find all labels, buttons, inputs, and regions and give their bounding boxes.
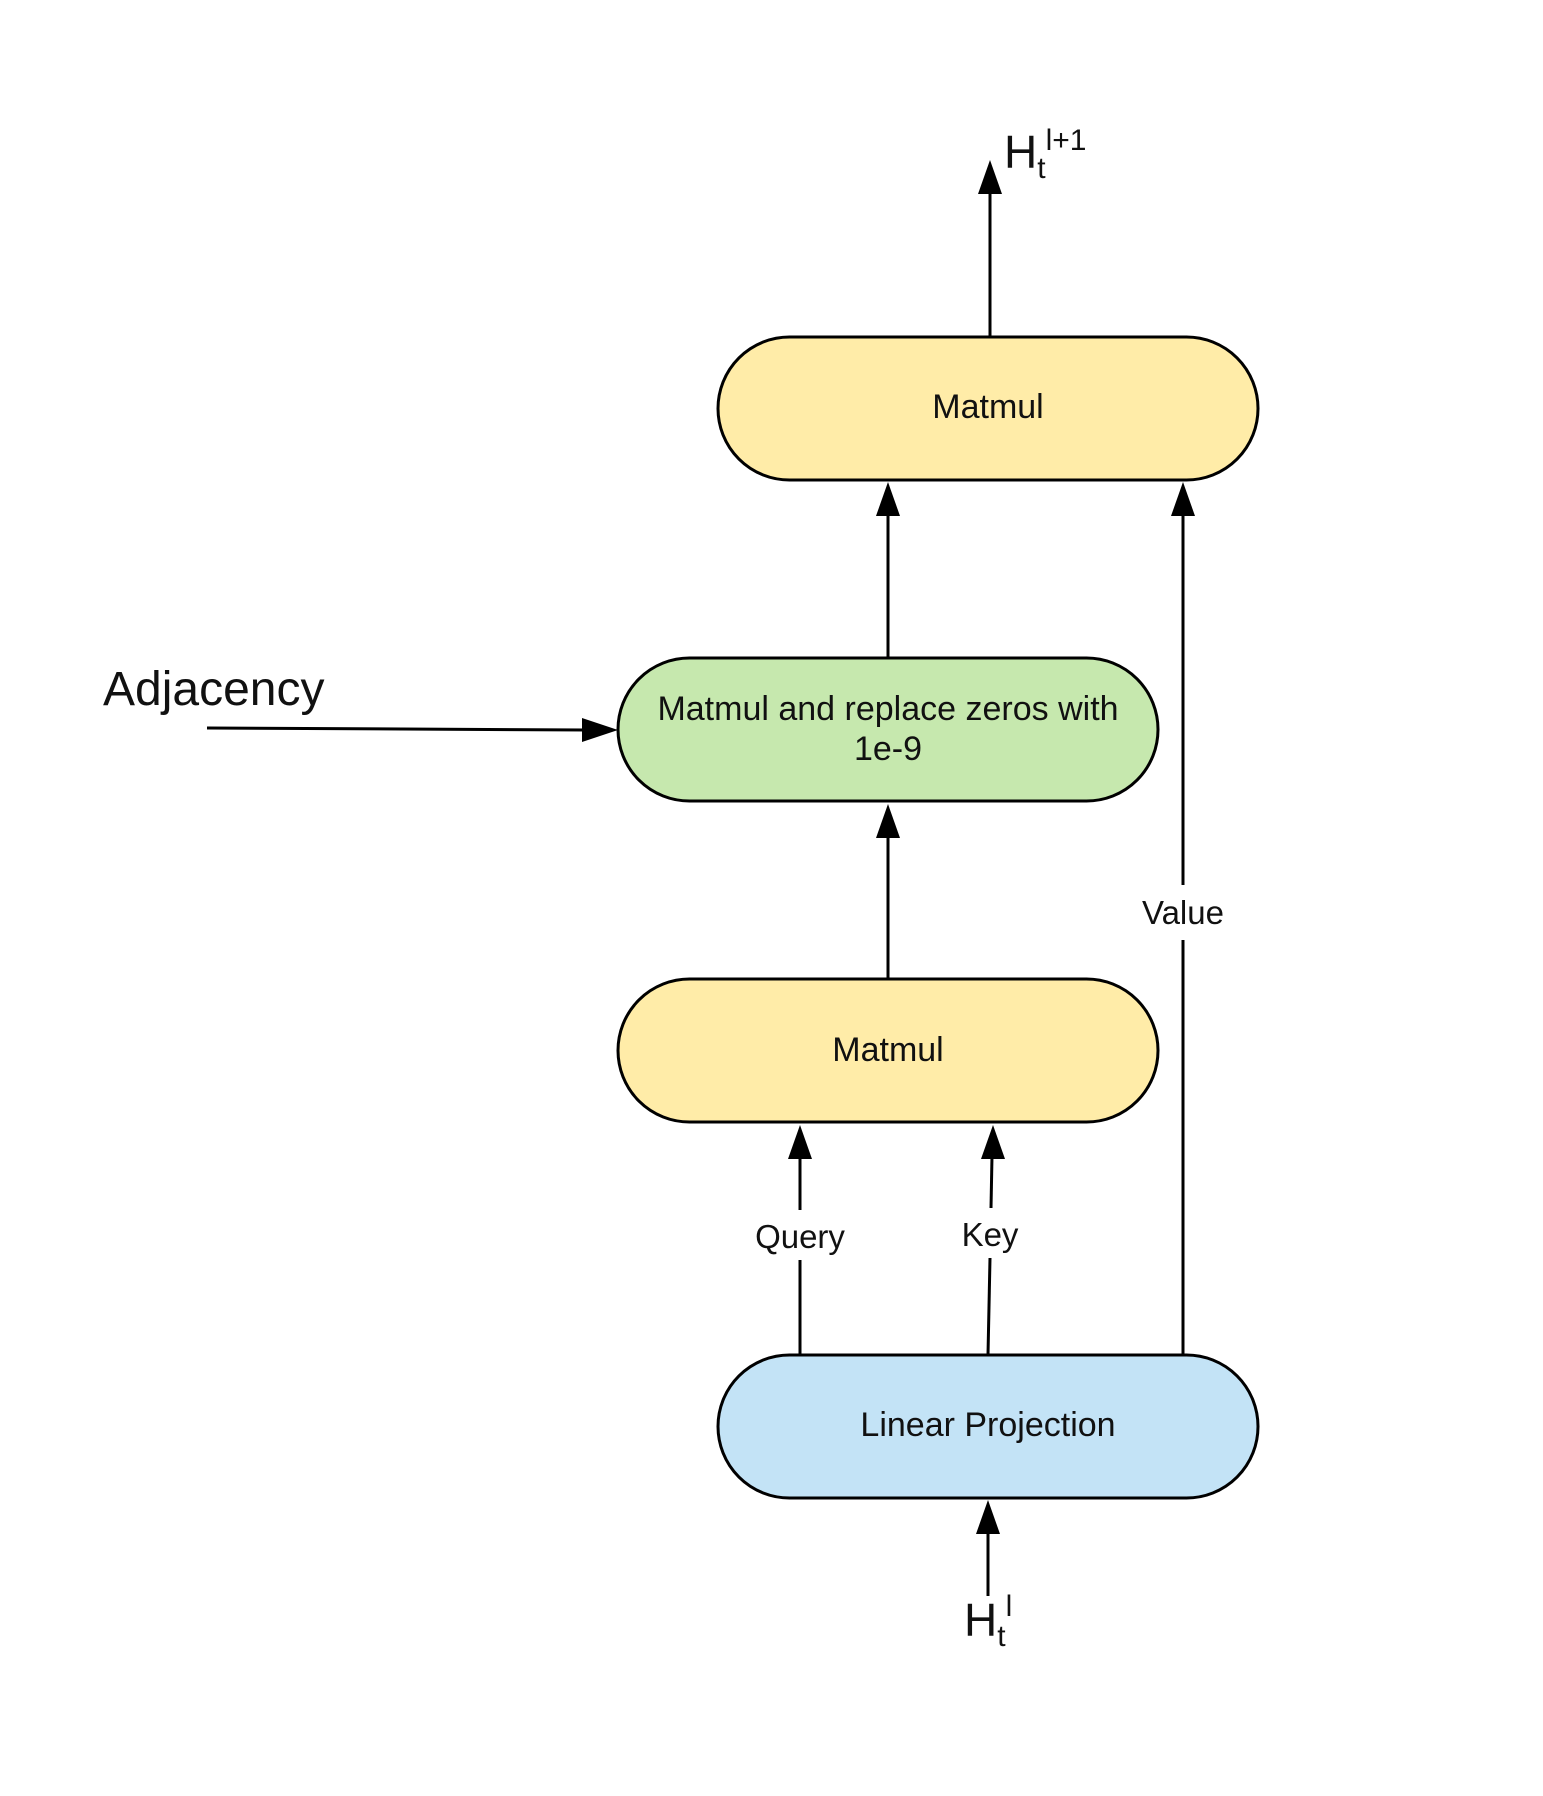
- output-label: Htl+1: [1004, 124, 1086, 185]
- key-arrow: [981, 1125, 1005, 1356]
- key-label: Key: [962, 1216, 1019, 1253]
- output-arrow: [978, 160, 1002, 337]
- value-arrow: [1171, 482, 1195, 1355]
- input-arrow: [976, 1500, 1000, 1596]
- query-arrow: [788, 1125, 812, 1355]
- linear-projection-node: Linear Projection: [716, 1353, 1260, 1500]
- mid-matmul-node: Matmul: [616, 977, 1160, 1124]
- adjacency-matmul-label-line2: 1e-9: [854, 730, 922, 768]
- arrow-midmatmul-to-adjmatmul: [876, 804, 900, 979]
- adjacency-label: Adjacency: [103, 663, 324, 716]
- adjacency-matmul-label-line1: Matmul and replace zeros with: [657, 690, 1118, 728]
- adjacency-arrow: [206, 718, 618, 742]
- adjacency-matmul-node: Matmul and replace zeros with 1e-9: [616, 656, 1160, 803]
- top-matmul-label: Matmul: [932, 388, 1043, 426]
- mid-matmul-label: Matmul: [832, 1031, 943, 1069]
- input-label: Htl: [964, 1590, 1012, 1653]
- top-matmul-node: Matmul: [716, 335, 1260, 482]
- arrow-adjmatmul-to-topmatmul: [876, 482, 900, 658]
- value-label: Value: [1142, 894, 1224, 931]
- linear-projection-label: Linear Projection: [860, 1406, 1115, 1444]
- query-label: Query: [755, 1218, 845, 1255]
